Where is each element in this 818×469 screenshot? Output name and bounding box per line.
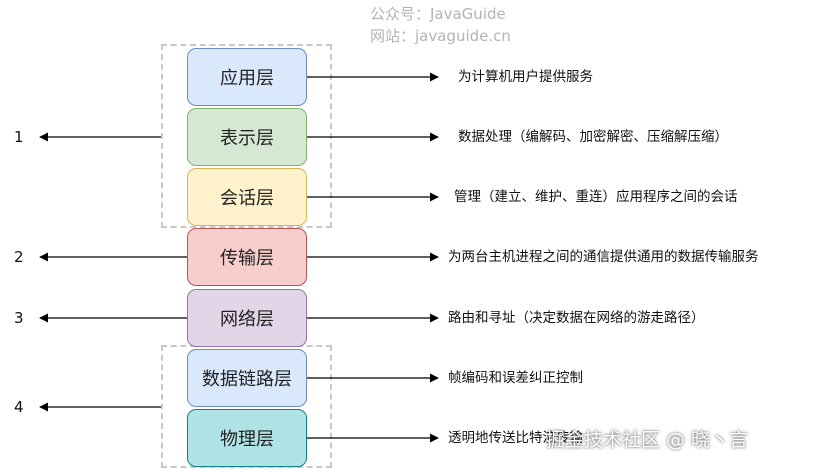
group-number-4: 4 [14, 398, 24, 416]
layer-session: 会话层 [187, 168, 307, 226]
desc-transport: 为两台主机进程之间的通信提供通用的数据传输服务 [448, 249, 759, 265]
group-number-2: 2 [14, 248, 24, 266]
brand-watermark: 掘金技术社区 @ 晓丶言 [546, 429, 749, 451]
watermark-wechat: 公众号：JavaGuide [370, 5, 506, 23]
group-number-1: 1 [14, 128, 24, 146]
layer-session-label: 会话层 [220, 188, 274, 209]
layer-datalink-label: 数据链路层 [202, 369, 292, 390]
desc-presentation: 数据处理（编解码、加密解密、压缩解压缩） [458, 129, 728, 145]
layer-network-label: 网络层 [220, 309, 274, 330]
layer-application: 应用层 [187, 48, 307, 106]
desc-network: 路由和寻址（决定数据在网络的游走路径） [448, 310, 705, 326]
layer-physical-label: 物理层 [220, 429, 274, 450]
group-number-3: 3 [14, 309, 24, 327]
watermark-website: 网站：javaguide.cn [370, 27, 511, 45]
desc-physical: 透明地传送比特流传输 [448, 430, 583, 446]
layer-physical: 物理层 [187, 409, 307, 467]
desc-application: 为计算机用户提供服务 [458, 69, 593, 85]
layer-presentation-label: 表示层 [220, 128, 274, 149]
desc-session: 管理（建立、维护、重连）应用程序之间的会话 [454, 189, 738, 205]
layer-presentation: 表示层 [187, 108, 307, 166]
layer-application-label: 应用层 [220, 68, 274, 89]
layer-datalink: 数据链路层 [187, 349, 307, 407]
layer-transport: 传输层 [187, 228, 307, 286]
layer-network: 网络层 [187, 289, 307, 347]
desc-datalink: 帧编码和误差纠正控制 [448, 370, 583, 386]
group-box-upper [161, 44, 332, 228]
layer-transport-label: 传输层 [220, 248, 274, 269]
